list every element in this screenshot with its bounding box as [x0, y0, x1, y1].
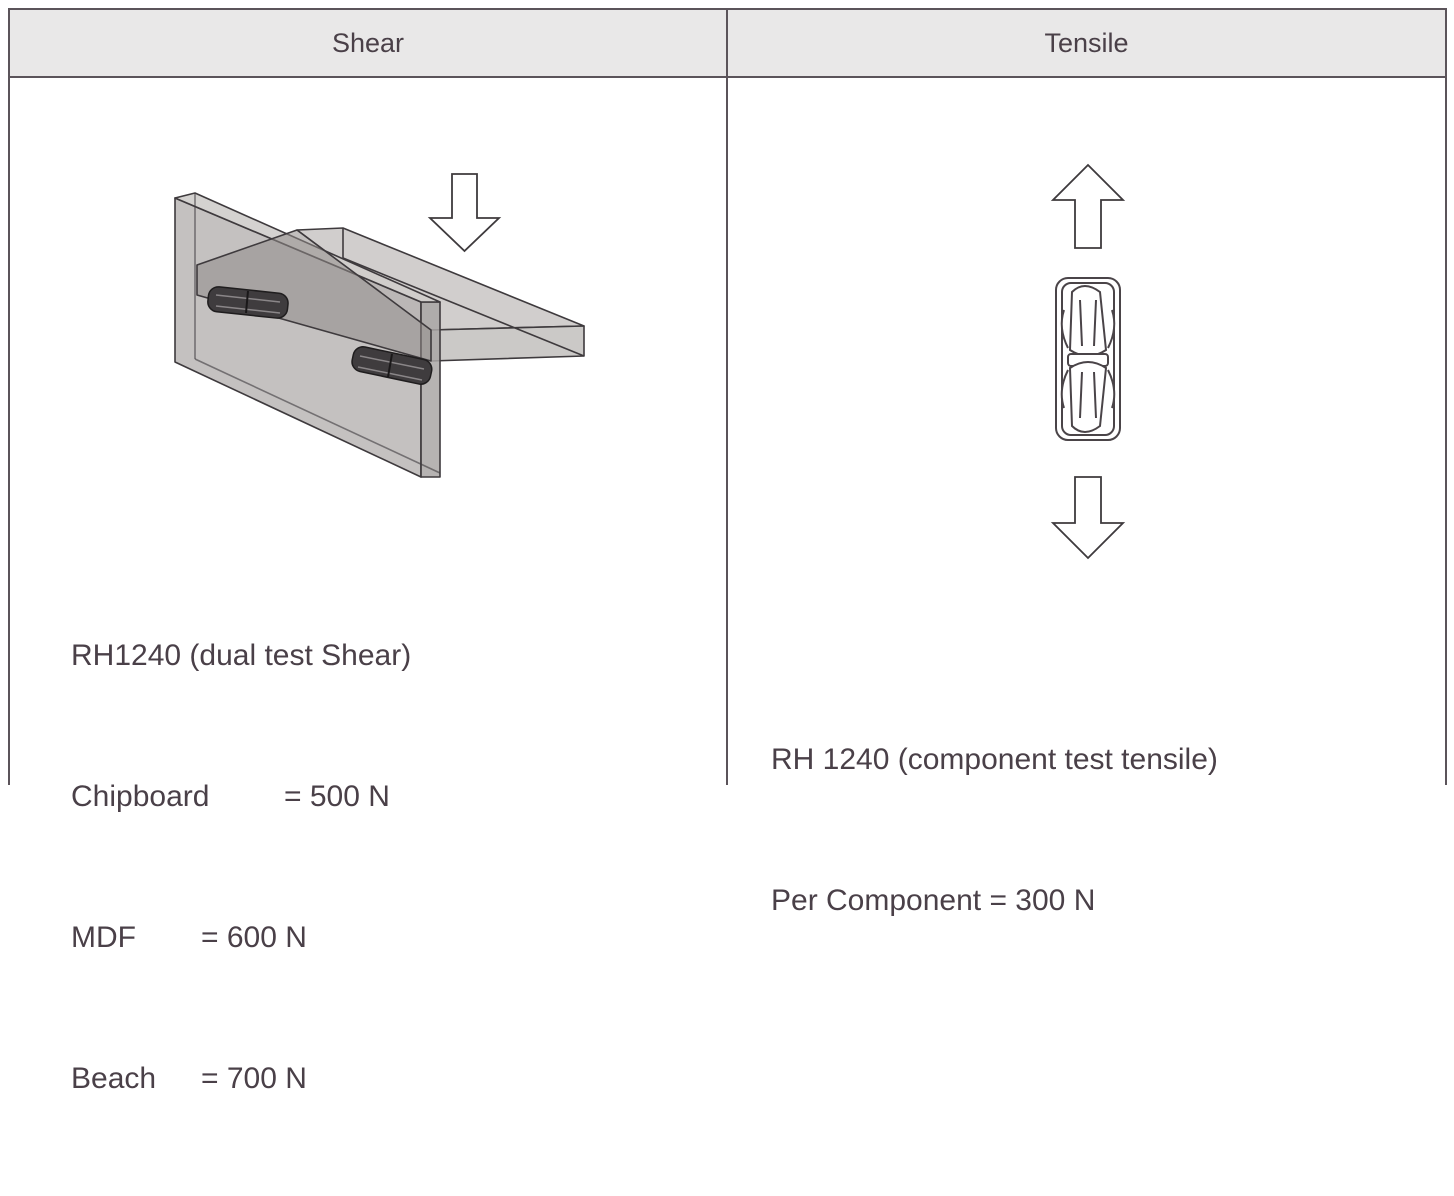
tensile-test-illustration: [1050, 163, 1126, 560]
material-value: = 500 N: [284, 780, 390, 813]
shear-row-beach: Beach = 700 N: [71, 1055, 411, 1102]
column-divider: [726, 10, 728, 785]
shelf-inner: [196, 229, 432, 362]
arrow-down-icon: [427, 173, 502, 253]
shear-row-chipboard: Chipboard = 500 N: [71, 773, 411, 820]
shear-test-illustration: [174, 173, 585, 478]
material-value: = 600 N: [201, 921, 307, 954]
tensile-title: RH 1240 (component test tensile): [771, 743, 1218, 776]
arrow-down-icon: [1050, 476, 1126, 560]
tensile-results: RH 1240 (component test tensile) Per Com…: [771, 642, 1218, 1018]
connector-left: [207, 286, 289, 319]
clip-component: [1055, 277, 1121, 441]
header-tensile: Tensile: [1044, 28, 1129, 58]
tensile-line: Per Component = 300 N: [771, 884, 1096, 917]
shear-results: RH1240 (dual test Shear) Chipboard = 500 …: [71, 538, 411, 1196]
shear-row-mdf: MDF = 600 N: [71, 914, 411, 961]
material-label: MDF: [71, 921, 136, 954]
material-value: = 700 N: [201, 1062, 307, 1095]
shelf-board-front: [430, 325, 585, 362]
material-label: Chipboard: [71, 780, 210, 813]
shear-title: RH1240 (dual test Shear): [71, 639, 412, 672]
material-label: Beach: [71, 1062, 157, 1095]
shelf-edge: [342, 257, 585, 357]
panel-inner-edge: [194, 358, 441, 474]
connector-right: [351, 346, 433, 385]
load-test-table: Shear Tensile: [8, 8, 1447, 1095]
header-shear: Shear: [331, 28, 405, 58]
arrow-up-icon: [1050, 163, 1126, 249]
